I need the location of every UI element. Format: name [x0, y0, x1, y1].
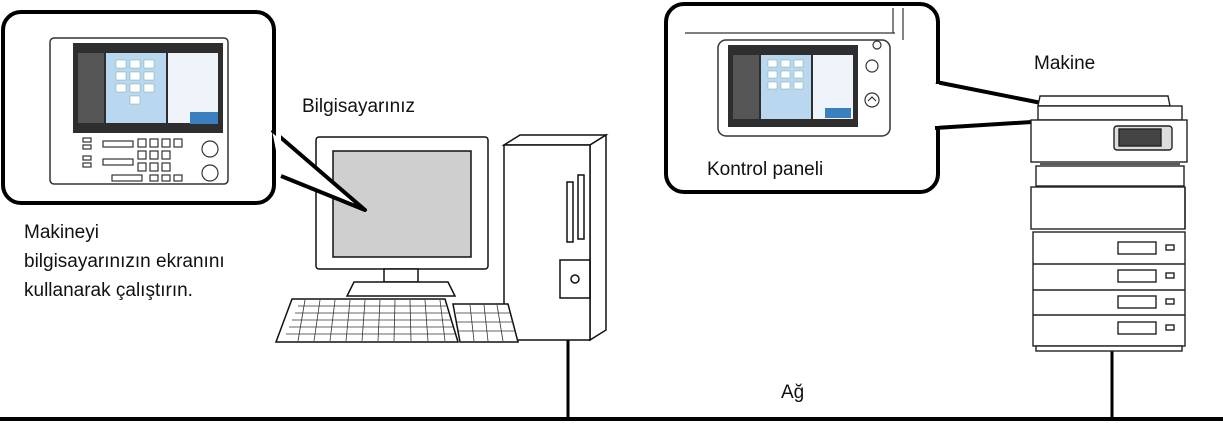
instruction-note-line: Makineyi [24, 222, 99, 243]
computer-label: Bilgisayarınız [302, 96, 415, 117]
touch-screen-icon [728, 45, 858, 127]
control-panel-callout [664, 2, 1114, 194]
multifunction-printer-icon [1030, 95, 1188, 352]
touch-screen-icon [73, 43, 223, 133]
computer-icon [274, 133, 609, 343]
network-line [0, 339, 1223, 421]
instruction-note: Makineyi bilgisayarınızın ekranını kulla… [24, 218, 225, 305]
pc-screen-callout [1, 10, 367, 212]
instruction-note-line: kullanarak çalıştırın. [24, 280, 193, 301]
machine-label: Makine [1034, 53, 1096, 74]
instruction-note-line: bilgisayarınızın ekranını [24, 251, 225, 272]
network-label: Ağ [781, 382, 805, 403]
control-panel-label: Kontrol paneli [707, 159, 824, 180]
